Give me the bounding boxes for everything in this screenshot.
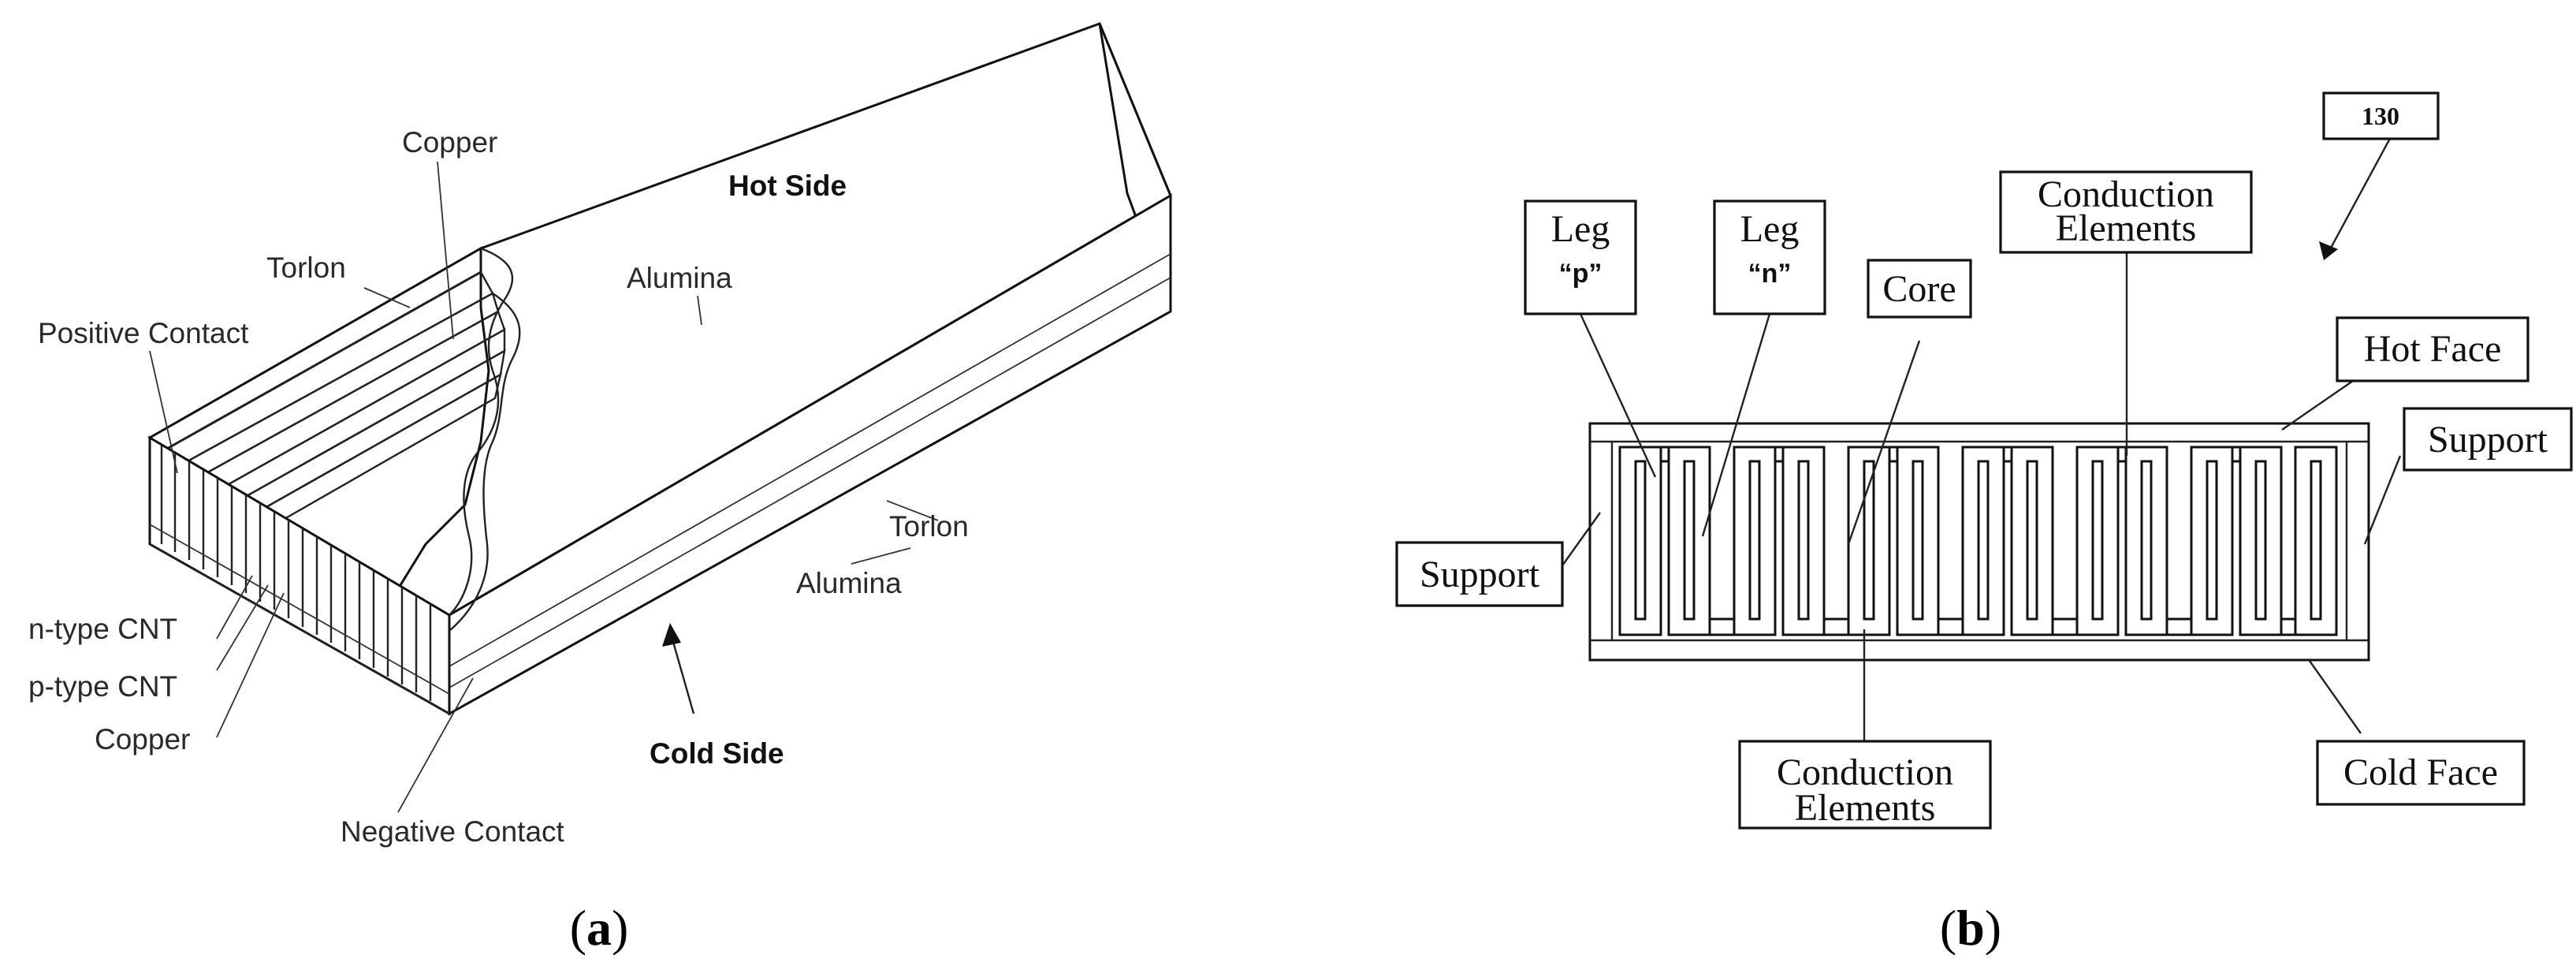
label-copper-bottom: Copper [95,723,190,755]
label-leg-n: Leg “n” [1713,200,1826,315]
conduction-bottom-line1: Conduction [1777,752,1953,793]
caption-a: (a) [570,900,629,956]
label-positive-contact: Positive Contact [38,317,249,349]
leg-n-word: Leg [1740,208,1800,250]
label-ref-130: 130 [2322,91,2440,140]
cross-section-fins [148,435,451,716]
conduction-top-line1: Conduction [2038,173,2214,215]
front-side-layer-line-2 [449,277,1171,688]
leg-n-letter: “n” [1748,259,1792,289]
cut-surface [449,292,521,632]
leg-pair [2075,446,2168,636]
label-alumina-top: Alumina [627,262,732,294]
cold-side-arrowhead [662,623,681,647]
caption-b: (b) [1940,900,2001,956]
leg-pair [2190,446,2283,636]
label-n-type-cnt: n-type CNT [28,613,177,645]
stripe-band [164,270,506,546]
label-alumina-bottom: Alumina [796,567,902,599]
ref-130-arrowhead [2319,241,2338,260]
leg-pair [2294,446,2338,636]
label-cold-face: Cold Face [2316,740,2526,806]
leg-pair [1847,446,1940,636]
label-core: Core [1867,259,1972,319]
leg-pair [1733,446,1826,636]
cold-face-text: Cold Face [2343,752,2498,793]
label-leg-p: Leg “p” [1524,200,1637,315]
leg-pair [1618,446,1711,636]
label-cold-side: Cold Side [650,737,784,770]
label-hot-side: Hot Side [728,170,847,202]
leg-p-letter: “p” [1559,259,1603,289]
label-copper-top: Copper [402,126,497,159]
label-conduction-bottom: Conduction Elements [1738,740,1992,830]
cut-edge-wave [449,247,514,616]
leg-pair [1961,446,2054,636]
label-p-type-cnt: p-type CNT [28,670,177,703]
panel-b-leaders [1560,133,2402,741]
ref-130-text: 130 [2362,102,2399,130]
legs-group [1618,446,2338,636]
core-text: Core [1882,268,1956,310]
label-torlon-right: Torlon [889,510,969,543]
leg-p-word: Leg [1551,208,1610,250]
support-left-text: Support [1420,554,1540,595]
label-negative-contact: Negative Contact [341,815,565,848]
hot-face-text: Hot Face [2364,328,2502,370]
label-support-left: Support [1395,541,1564,607]
label-conduction-top: Conduction Elements [1999,170,2253,254]
support-right-text: Support [2428,419,2548,461]
cross-section-base [148,435,451,716]
panel-a-leaders [149,161,939,813]
label-support-right: Support [2403,407,2573,472]
label-hot-face: Hot Face [2336,316,2529,382]
label-torlon-top: Torlon [266,252,346,284]
conduction-tabs [1659,446,2297,636]
front-side-layer-line-1 [449,253,1171,667]
conduction-top-line2: Elements [2056,207,2197,249]
panel-b: Leg “p” Leg “n” Core Conduction Elements… [1395,91,2573,956]
module-3d-drawing [147,22,1172,716]
panel-a: Copper Hot Side Torlon Alumina Positive … [28,22,1172,956]
conduction-bottom-line2: Elements [1795,787,1936,829]
